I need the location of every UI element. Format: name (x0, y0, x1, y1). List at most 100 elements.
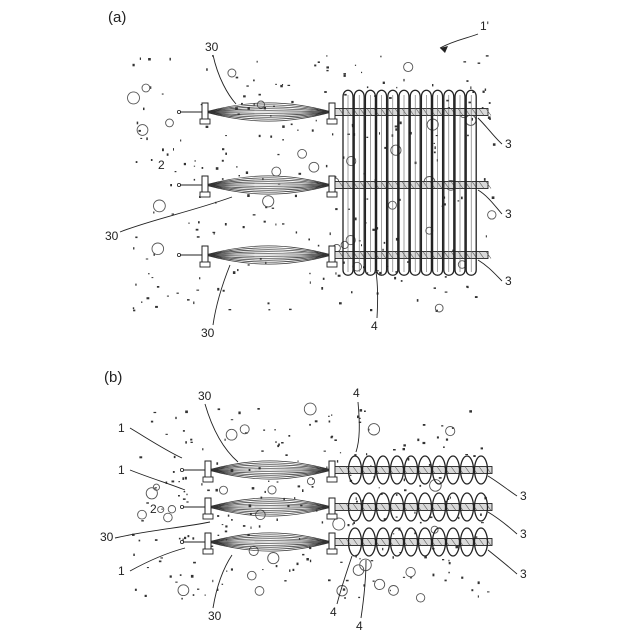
concrete-speck (172, 214, 174, 215)
concrete-speck (253, 214, 256, 215)
ref-label-1-top: 1 (118, 421, 125, 435)
concrete-speck (324, 91, 327, 93)
concrete-speck (434, 143, 435, 144)
concrete-speck (481, 522, 484, 523)
aggregate-circle (228, 69, 236, 77)
concrete-speck (173, 148, 174, 151)
concrete-speck (284, 580, 286, 581)
concrete-speck (173, 471, 175, 473)
clamp (329, 533, 335, 551)
concrete-speck (390, 590, 391, 591)
concrete-speck (257, 61, 258, 63)
concrete-speck (170, 58, 171, 61)
concrete-speck (185, 411, 188, 414)
concrete-speck (434, 287, 436, 289)
aggregate-circle (263, 196, 274, 207)
concrete-speck (207, 490, 210, 492)
concrete-speck (148, 58, 151, 61)
aggregate-circle (142, 84, 150, 92)
concrete-speck (337, 460, 338, 463)
concrete-speck (330, 232, 331, 235)
concrete-speck (294, 497, 295, 499)
aggregate-circle (226, 429, 237, 440)
concrete-speck (233, 271, 236, 274)
concrete-speck (339, 302, 342, 304)
concrete-speck (180, 140, 181, 142)
concrete-speck (213, 232, 216, 233)
concrete-speck (206, 126, 209, 128)
concrete-speck (183, 498, 186, 500)
concrete-speck (475, 296, 478, 298)
concrete-speck (275, 224, 276, 226)
concrete-speck (202, 448, 203, 450)
clamp-nut (327, 192, 337, 197)
clamp (329, 498, 335, 516)
concrete-speck (288, 85, 291, 86)
concrete-speck (141, 302, 142, 303)
concrete-speck (239, 175, 241, 176)
ref-label-3-top: 3 (520, 489, 527, 503)
aggregate-circle (268, 553, 279, 564)
concrete-speck (216, 489, 218, 492)
clamp (329, 246, 335, 264)
concrete-speck (393, 556, 394, 559)
concrete-speck (155, 539, 158, 541)
concrete-speck (324, 451, 326, 452)
concrete-speck (480, 514, 482, 516)
clamp (205, 533, 211, 551)
concrete-speck (278, 444, 280, 446)
concrete-speck (473, 455, 475, 457)
concrete-speck (191, 442, 193, 443)
concrete-speck (186, 501, 188, 502)
concrete-speck (463, 61, 466, 62)
aggregate-circle (404, 62, 413, 71)
concrete-speck (272, 208, 274, 209)
concrete-speck (183, 430, 185, 432)
concrete-speck (486, 235, 487, 237)
concrete-speck (296, 231, 297, 233)
concrete-speck (222, 148, 224, 150)
aggregate-circle (298, 149, 307, 158)
concrete-speck (140, 58, 141, 60)
twisted-strand (208, 541, 332, 542)
leader-line (115, 522, 210, 538)
concrete-speck (449, 562, 451, 564)
concrete-speck (354, 454, 356, 455)
panel-b: (b) 30 4 1 1 2 30 1 3 3 3 30 4 4 (100, 369, 527, 633)
concrete-speck (222, 524, 224, 525)
concrete-speck (467, 135, 469, 137)
concrete-speck (338, 275, 341, 277)
concrete-speck (489, 118, 491, 119)
panel-b-concrete-background (132, 403, 491, 602)
concrete-speck (237, 269, 238, 271)
concrete-speck (247, 194, 250, 197)
concrete-speck (268, 302, 270, 304)
ref-label-1-prime: 1' (480, 19, 489, 33)
concrete-speck (252, 487, 255, 489)
aggregate-circle (152, 243, 164, 255)
concrete-speck (389, 97, 392, 99)
ref-label-4-bottom-left: 4 (330, 605, 337, 619)
concrete-speck (162, 509, 163, 510)
leader-line (356, 402, 359, 452)
concrete-speck (139, 130, 141, 132)
concrete-speck (448, 572, 449, 574)
concrete-speck (445, 580, 447, 582)
concrete-speck (135, 237, 137, 239)
concrete-speck (366, 453, 367, 455)
concrete-speck (326, 66, 329, 68)
concrete-speck (312, 129, 314, 131)
aggregate-circle (341, 241, 348, 248)
concrete-speck (326, 70, 328, 71)
twisted-strand (205, 184, 332, 185)
concrete-speck (238, 412, 240, 415)
clamp (329, 461, 335, 479)
concrete-speck (382, 548, 383, 550)
ref-label-3-middle: 3 (520, 527, 527, 541)
concrete-speck (383, 82, 385, 84)
concrete-speck (236, 77, 239, 79)
concrete-speck (298, 461, 299, 462)
concrete-speck (343, 73, 346, 74)
concrete-speck (351, 291, 353, 293)
concrete-speck (370, 309, 372, 311)
